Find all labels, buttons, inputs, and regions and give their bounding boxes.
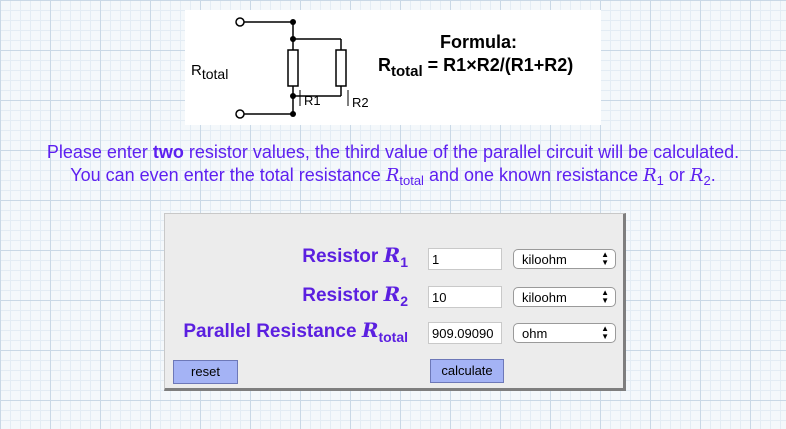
select-arrows-icon: ▲▼ [601, 288, 609, 305]
parallel-resistance-unit-select[interactable]: ohm ▲▼ [513, 323, 616, 343]
parallel-resistance-label: Parallel Resistance Rtotal [183, 318, 408, 345]
resistor-r1-unit-value: kiloohm [522, 252, 567, 267]
formula-heading: Formula: [440, 32, 518, 52]
formula-text: Rtotal = R1×R2/(R1+R2) [378, 55, 574, 80]
instructions-line-1: Please enter two resistor values, the th… [46, 142, 740, 162]
select-arrows-icon: ▲▼ [601, 250, 609, 267]
select-arrows-icon: ▲▼ [601, 324, 609, 341]
resistor-r2-unit-value: kiloohm [522, 290, 567, 305]
top-terminal [235, 17, 245, 27]
parallel-resistance-unit-value: ohm [522, 326, 548, 341]
parallel-circuit-schematic [235, 17, 349, 119]
circuit-diagram: Rtotal R1 R2 Formula: Rtotal = R1×R2/(R1… [185, 10, 601, 125]
r2-resistor-symbol [335, 49, 347, 87]
r1-diagram-label: R1 [304, 93, 321, 108]
rtotal-diagram-label: Rtotal [191, 62, 229, 82]
resistor-r2-unit-select[interactable]: kiloohm ▲▼ [513, 287, 616, 307]
calculator-panel: Resistor R1 kiloohm ▲▼ Resistor R2 kilooh… [164, 213, 626, 391]
instructions-line-2: You can even enter the total resistance … [70, 165, 716, 188]
parallel-resistance-input[interactable] [428, 322, 502, 344]
calculate-button[interactable]: calculate [430, 359, 504, 383]
resistor-r1-unit-select[interactable]: kiloohm ▲▼ [513, 249, 616, 269]
bottom-terminal [235, 109, 245, 119]
r2-diagram-label: R2 [352, 95, 369, 110]
r1-resistor-symbol [287, 49, 299, 87]
resistor-r1-input[interactable] [428, 248, 502, 270]
resistor-r2-input[interactable] [428, 286, 502, 308]
resistor-r2-label: Resistor R2 [302, 282, 408, 309]
reset-button[interactable]: reset [173, 360, 238, 384]
instructions: Please enter two resistor values, the th… [0, 141, 786, 192]
resistor-r1-label: Resistor R1 [302, 243, 408, 270]
